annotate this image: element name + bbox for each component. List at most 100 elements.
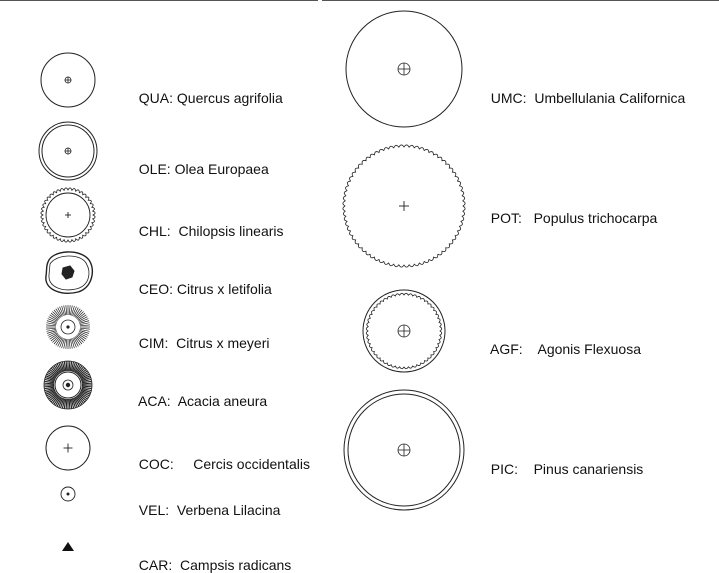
cercis-occidentalis-symbol — [45, 425, 91, 471]
plant-name: Quercus agrifolia — [176, 90, 283, 106]
plant-code: CEO: — [138, 281, 174, 297]
ray — [68, 338, 71, 349]
ray — [63, 398, 67, 409]
ray — [77, 312, 86, 320]
outline-circle — [60, 486, 76, 502]
plant-name: Chilopsis linearis — [178, 223, 284, 239]
ray — [69, 398, 73, 409]
ray — [78, 332, 88, 338]
ray — [79, 322, 90, 326]
ray — [79, 320, 90, 324]
ray — [45, 388, 55, 393]
ray — [75, 365, 83, 374]
ray — [72, 362, 78, 373]
outer-circle — [343, 389, 465, 511]
ray — [57, 307, 63, 317]
ray — [79, 371, 89, 379]
ray — [78, 368, 87, 377]
ray — [46, 373, 56, 380]
scalloped-edge — [40, 187, 96, 243]
ray — [74, 308, 81, 318]
legend-entry-pot: POT: Populus trichocarpa — [483, 194, 658, 226]
ray — [45, 389, 56, 395]
ray — [79, 392, 88, 400]
ray — [44, 385, 55, 388]
top-rule-left — [0, 0, 318, 1]
legend-entry-aca: ACA: Acacia aneura — [131, 377, 267, 409]
ray — [72, 337, 77, 348]
plant-code: CAR: — [138, 557, 173, 573]
ray — [46, 322, 57, 326]
legend-entry-ole: OLE: Olea Europaea — [131, 145, 269, 177]
ray — [44, 386, 55, 390]
ray — [79, 370, 88, 378]
plant-name: Agonis Flexuosa — [537, 341, 641, 357]
ray — [50, 394, 59, 403]
top-rule — [0, 0, 719, 4]
ray — [78, 393, 87, 402]
ray — [68, 398, 71, 409]
center-blot — [61, 265, 75, 280]
legend-entry-pic: PIC: Pinus canariensis — [483, 445, 644, 477]
ray — [77, 333, 87, 340]
ray — [48, 370, 57, 378]
triangle-mark — [62, 542, 74, 551]
ray — [48, 332, 58, 338]
ray — [74, 364, 82, 374]
ray — [80, 373, 90, 380]
ray — [58, 397, 64, 408]
verbena-lilacina-symbol — [60, 486, 76, 502]
ray — [63, 305, 67, 316]
ray — [46, 390, 56, 397]
ray — [79, 330, 90, 334]
ray — [65, 398, 68, 409]
ray — [46, 330, 57, 334]
ray — [74, 396, 82, 406]
umbellulania-californica-symbol — [345, 10, 463, 128]
ray — [54, 396, 62, 406]
ray — [55, 308, 62, 318]
ray — [46, 328, 57, 332]
plant-name: Citrus x letifolia — [176, 281, 272, 297]
plant-code: PIC: — [490, 461, 519, 477]
ray — [81, 388, 91, 393]
ray — [63, 338, 67, 349]
ray — [71, 305, 75, 316]
ray — [77, 394, 86, 403]
populus-trichocarpa-symbol — [342, 144, 466, 268]
ray — [60, 398, 65, 408]
plant-name: Acacia aneura — [177, 393, 268, 409]
legend-entry-cim: CIM: Citrus x meyeri — [131, 319, 270, 351]
ray — [53, 365, 61, 374]
ray — [65, 338, 68, 349]
acacia-aneura-symbol — [43, 360, 93, 410]
ray — [47, 371, 57, 379]
ray — [50, 334, 59, 342]
ray — [63, 361, 67, 372]
ray — [44, 382, 55, 385]
ray — [61, 361, 66, 372]
outer-circle — [362, 289, 446, 373]
plant-name: Populus trichocarpa — [533, 210, 658, 226]
plant-name: Cercis occidentalis — [193, 456, 310, 472]
plant-code: COC: — [138, 456, 174, 472]
inner-circle — [54, 371, 82, 399]
ray — [61, 338, 65, 349]
ray — [44, 378, 55, 383]
ray — [76, 395, 85, 404]
ray — [80, 389, 91, 395]
ray — [65, 305, 68, 316]
ray — [79, 391, 89, 399]
legend-entry-qua: QUA: Quercus agrifolia — [131, 74, 283, 106]
ray — [48, 316, 58, 322]
outline-circle — [45, 425, 91, 471]
plant-name: Umbellulania Californica — [534, 90, 686, 106]
ray — [73, 337, 79, 347]
plant-code: QUA: — [138, 90, 174, 106]
ray — [57, 337, 63, 347]
plant-name: Pinus canariensis — [533, 461, 644, 477]
ray — [54, 364, 62, 374]
outline-circle — [345, 10, 463, 128]
legend-entry-agf: AGF: Agonis Flexuosa — [483, 325, 641, 357]
